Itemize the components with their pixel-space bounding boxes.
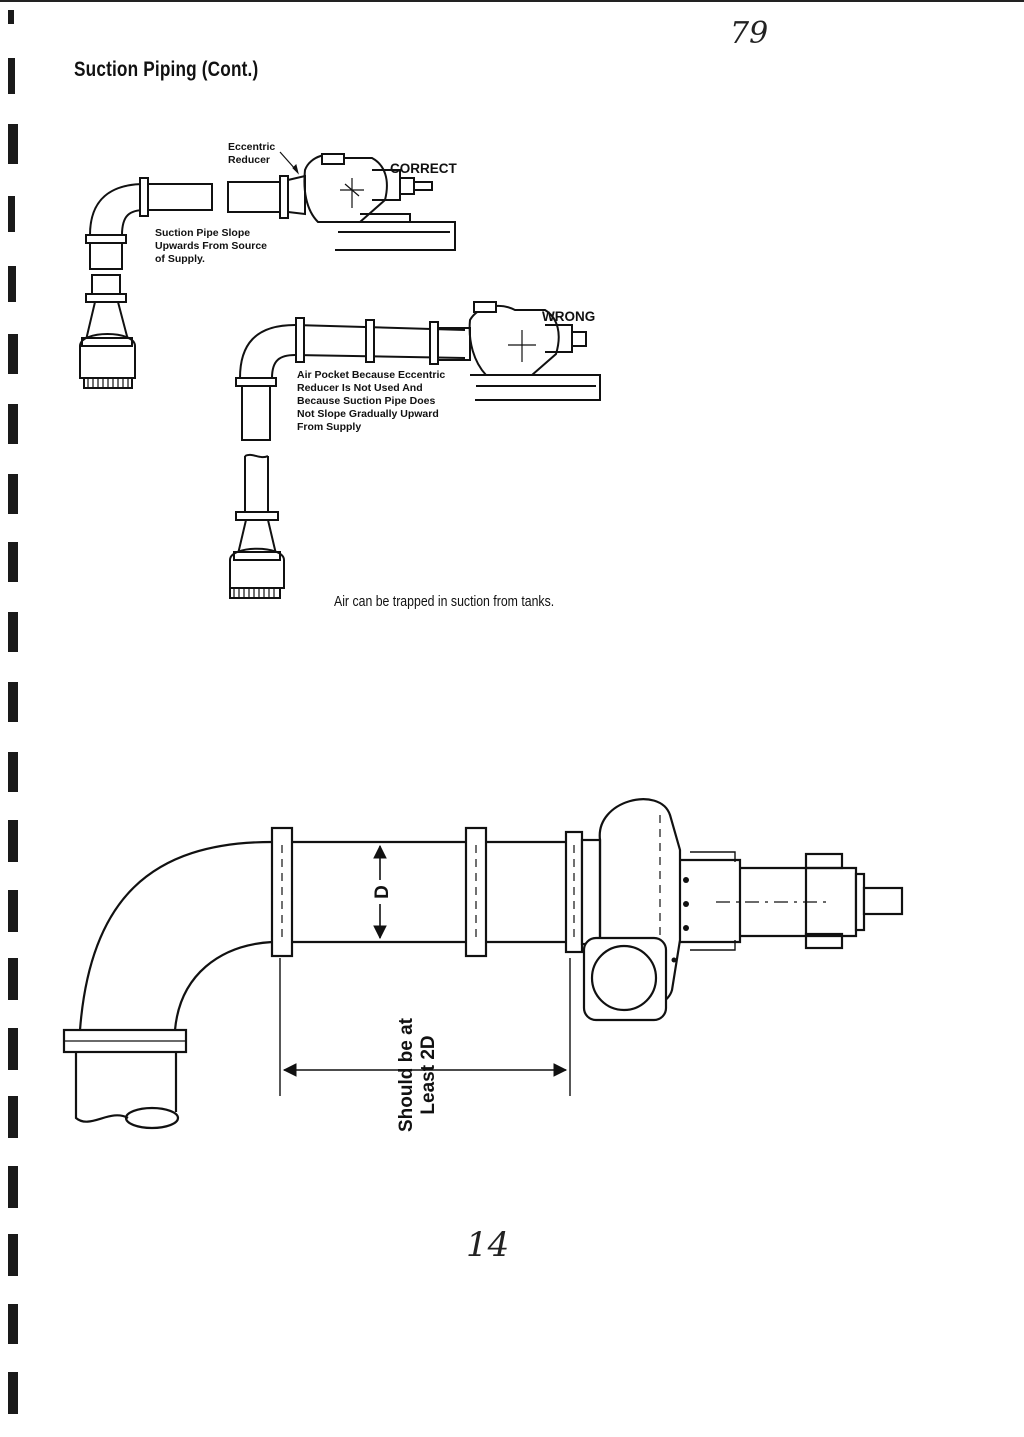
top-border-line xyxy=(0,0,1024,2)
binding-mark xyxy=(8,10,14,24)
binding-mark xyxy=(8,542,18,582)
binding-mark xyxy=(8,1372,18,1414)
distance-label-line1: Should be at xyxy=(396,1017,417,1132)
eccentric-reducer-label-line1: Eccentric xyxy=(228,141,275,153)
binding-mark xyxy=(8,1096,18,1138)
binding-holes-strip xyxy=(0,0,30,1437)
figure-caption: Air can be trapped in suction from tanks… xyxy=(334,593,555,610)
correct-note-line1: Suction Pipe Slope xyxy=(155,227,250,239)
binding-mark xyxy=(8,1166,18,1208)
page-title: Suction Piping (Cont.) xyxy=(74,58,259,81)
binding-mark xyxy=(8,124,18,164)
correct-note-line3: of Supply. xyxy=(155,253,205,265)
diameter-label: D xyxy=(372,885,393,899)
suction-piping-comparison-figure: Eccentric Reducer CORRECT Suction Pipe S… xyxy=(79,141,601,599)
handwritten-page-number-top: 79 xyxy=(730,16,769,51)
binding-mark xyxy=(8,820,18,862)
wrong-note-line5: From Supply xyxy=(297,421,361,433)
wrong-note-line4: Not Slope Gradually Upward xyxy=(297,408,439,420)
binding-mark xyxy=(8,196,15,232)
wrong-arrangement-drawing xyxy=(229,301,601,599)
binding-mark xyxy=(8,890,18,932)
wrong-note-line1: Air Pocket Because Eccentric xyxy=(297,369,445,381)
eccentric-reducer-label-line2: Reducer xyxy=(228,154,270,166)
correct-tag: CORRECT xyxy=(390,161,458,176)
correct-arrangement-drawing xyxy=(79,151,456,389)
wrong-note-line3: Because Suction Pipe Does xyxy=(297,395,435,407)
wrong-note-line2: Reducer Is Not Used And xyxy=(297,382,423,394)
binding-mark xyxy=(8,752,18,792)
binding-mark xyxy=(8,334,18,374)
binding-mark xyxy=(8,958,18,1000)
binding-mark xyxy=(8,474,18,514)
binding-mark xyxy=(8,682,18,722)
binding-mark xyxy=(8,58,15,94)
binding-mark xyxy=(8,404,18,444)
wrong-tag: WRONG xyxy=(542,309,595,324)
distance-label-line2: Least 2D xyxy=(418,1035,439,1114)
binding-mark xyxy=(8,1234,18,1276)
binding-mark xyxy=(8,612,18,652)
correct-note-line2: Upwards From Source xyxy=(155,240,267,252)
binding-mark xyxy=(8,1304,18,1344)
binding-mark xyxy=(8,266,16,302)
binding-mark xyxy=(8,1028,18,1070)
handwritten-page-number-bottom: 14 xyxy=(466,1225,510,1265)
